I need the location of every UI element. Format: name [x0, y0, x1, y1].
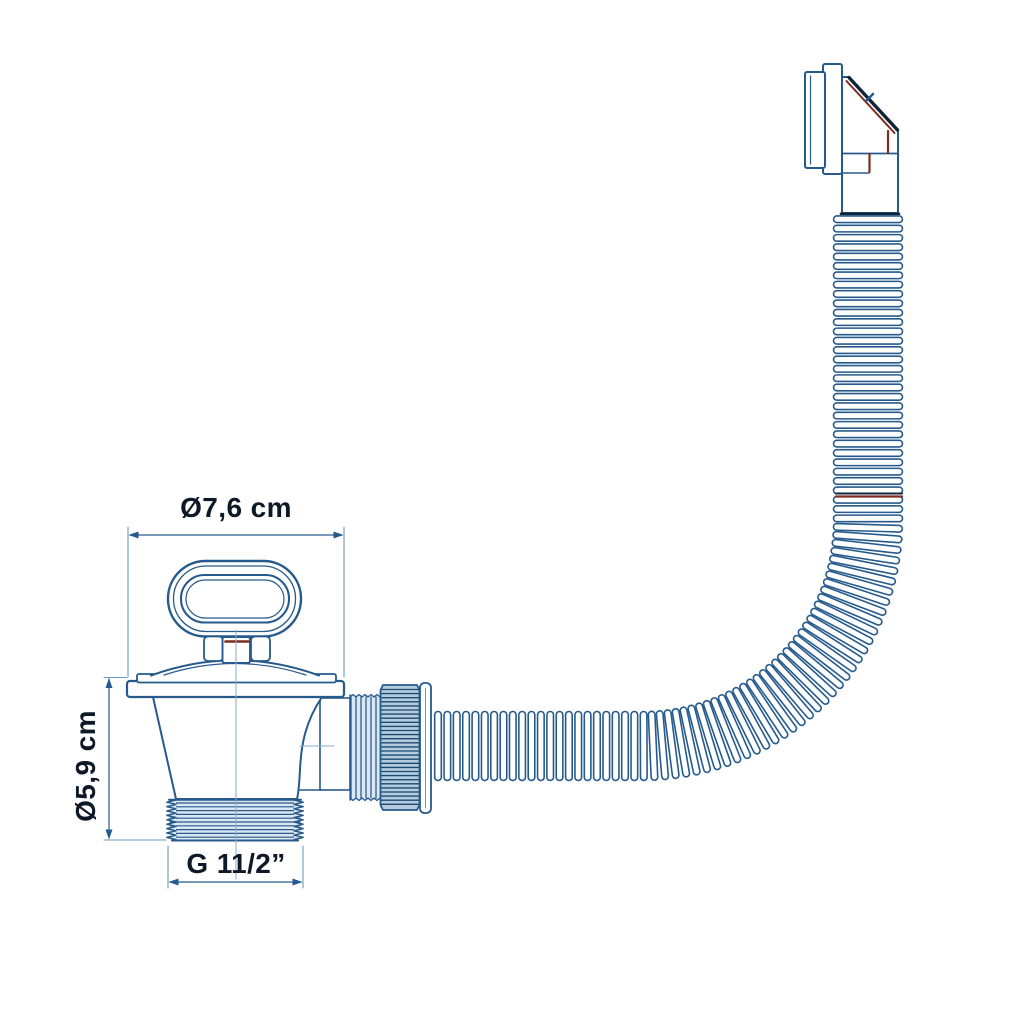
- dimension-label-top-diameter: Ø7,6 cm: [180, 492, 292, 523]
- dimension-label-left-diameter: Ø5,9 cm: [70, 710, 101, 822]
- dimension-label-thread-size: G 11/2”: [186, 848, 286, 879]
